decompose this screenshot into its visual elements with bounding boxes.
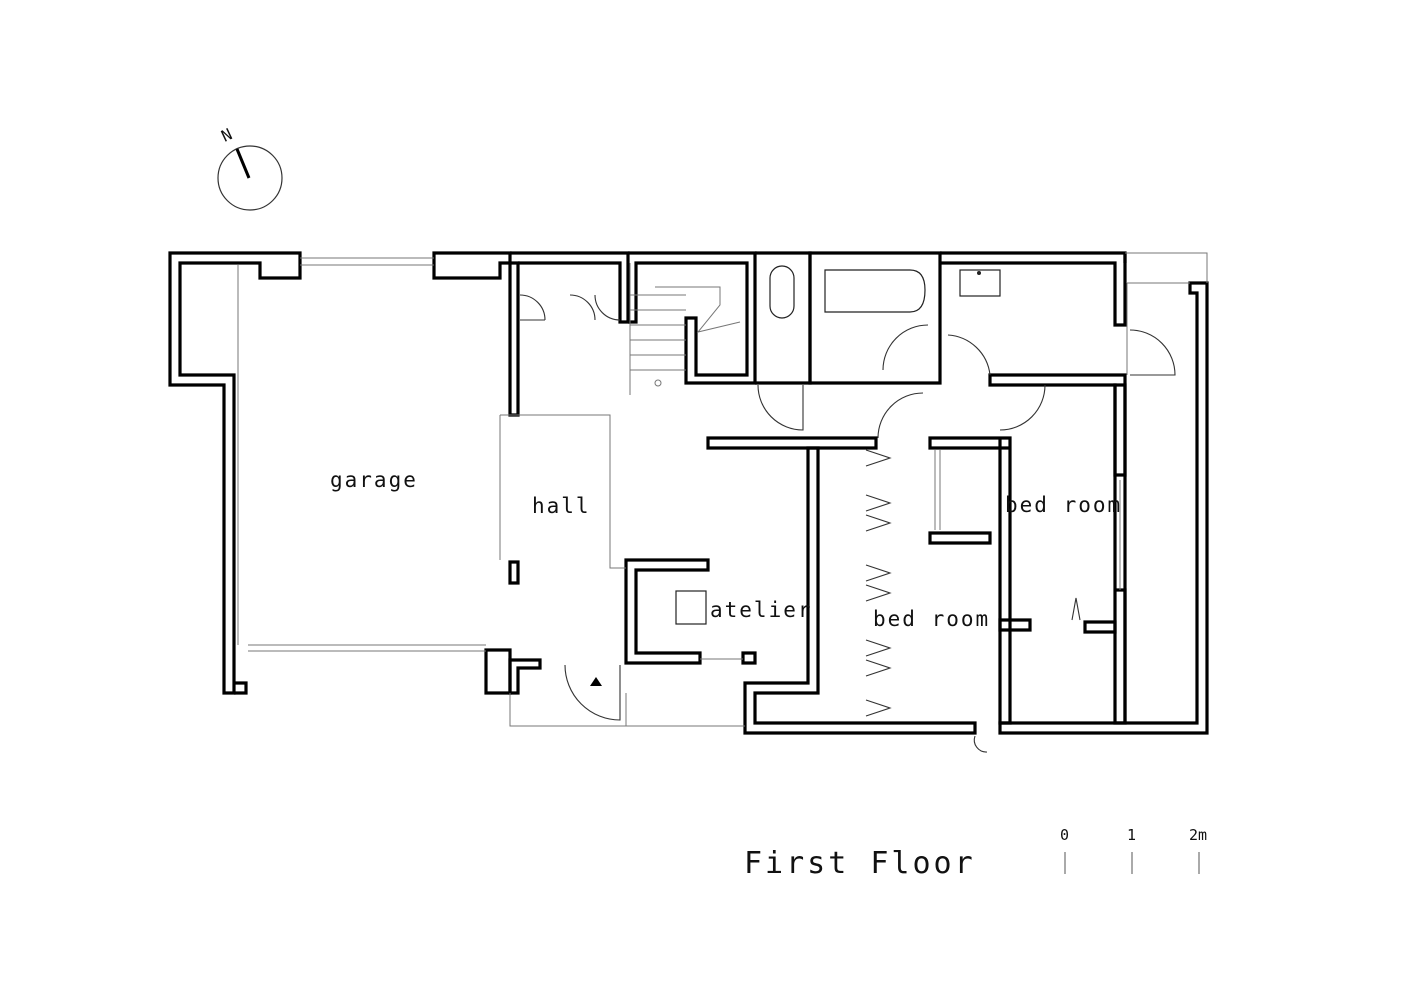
bathtub [824, 269, 926, 313]
bath-door [882, 324, 929, 371]
north-needle-icon [235, 148, 251, 179]
fixtures [769, 265, 1001, 319]
hall-north-wall [510, 251, 630, 324]
north-label: N [218, 124, 235, 145]
scale-tick-label-1: 1 [1127, 826, 1136, 844]
atelier-south-stub [741, 651, 757, 665]
hall-floor-line [499, 414, 626, 569]
hall-west-stubs [508, 560, 542, 695]
room-label-hall: hall [532, 494, 591, 518]
doors [519, 294, 1176, 753]
entrance-porch [509, 693, 745, 727]
balcony-door [1129, 329, 1176, 376]
bedroom2-closet-wall [1083, 588, 1127, 723]
room-label-atelier: atelier [710, 598, 813, 622]
wc-door [757, 384, 804, 431]
compass-circle [217, 145, 283, 211]
sink [959, 269, 1001, 297]
garage-north-east-wall [432, 251, 520, 417]
bedroom-partition [928, 436, 1012, 725]
garage-north-window [300, 257, 434, 266]
drawing-title: First Floor [744, 846, 976, 881]
faucet-icon [977, 271, 981, 275]
entrance-door [564, 664, 621, 721]
bedroom2-east-stub [1113, 383, 1127, 477]
room-label-bed-room-1: bed room [873, 607, 990, 631]
thin-lines [237, 252, 1208, 727]
atelier-north-wall [706, 436, 878, 450]
garage-south-west-stub [234, 681, 248, 695]
bedroom2-closet-door [1071, 597, 1081, 621]
bath-walls [808, 251, 942, 385]
closet-doors [519, 294, 621, 321]
outer-walls [168, 251, 1209, 735]
atelier-east-wall [743, 446, 977, 735]
atelier-desk-wall [624, 558, 710, 665]
scale-bar: 0 1 2m [1060, 826, 1207, 874]
scale-tick-label-2: 2m [1189, 826, 1207, 844]
east-balcony-line [1125, 252, 1208, 375]
stair-arrow [655, 286, 741, 333]
washroom-walls [940, 251, 1127, 327]
scale-tick-label-0: 0 [1060, 826, 1069, 844]
stair-walls [628, 251, 757, 385]
north-arrow: N [217, 124, 283, 211]
closet-walls [928, 531, 1032, 632]
folding-closet-doors [865, 449, 892, 717]
atelier-chair [675, 590, 707, 625]
stair-post [654, 379, 662, 387]
toilet [769, 265, 795, 319]
service-door [973, 735, 988, 753]
garage-south-east-pier [484, 648, 512, 695]
room-label-bed-room-2: bed room [1005, 493, 1122, 517]
entrance-arrow-icon [590, 677, 602, 686]
bedroom2-door [999, 384, 1046, 431]
room-label-garage: garage [330, 468, 418, 492]
washroom-door [947, 334, 991, 376]
stair-treads [629, 263, 686, 395]
bedroom1-door [877, 392, 924, 439]
garage-west-wall [168, 251, 302, 695]
closet-door [934, 450, 941, 530]
garage-door-line [237, 265, 486, 652]
